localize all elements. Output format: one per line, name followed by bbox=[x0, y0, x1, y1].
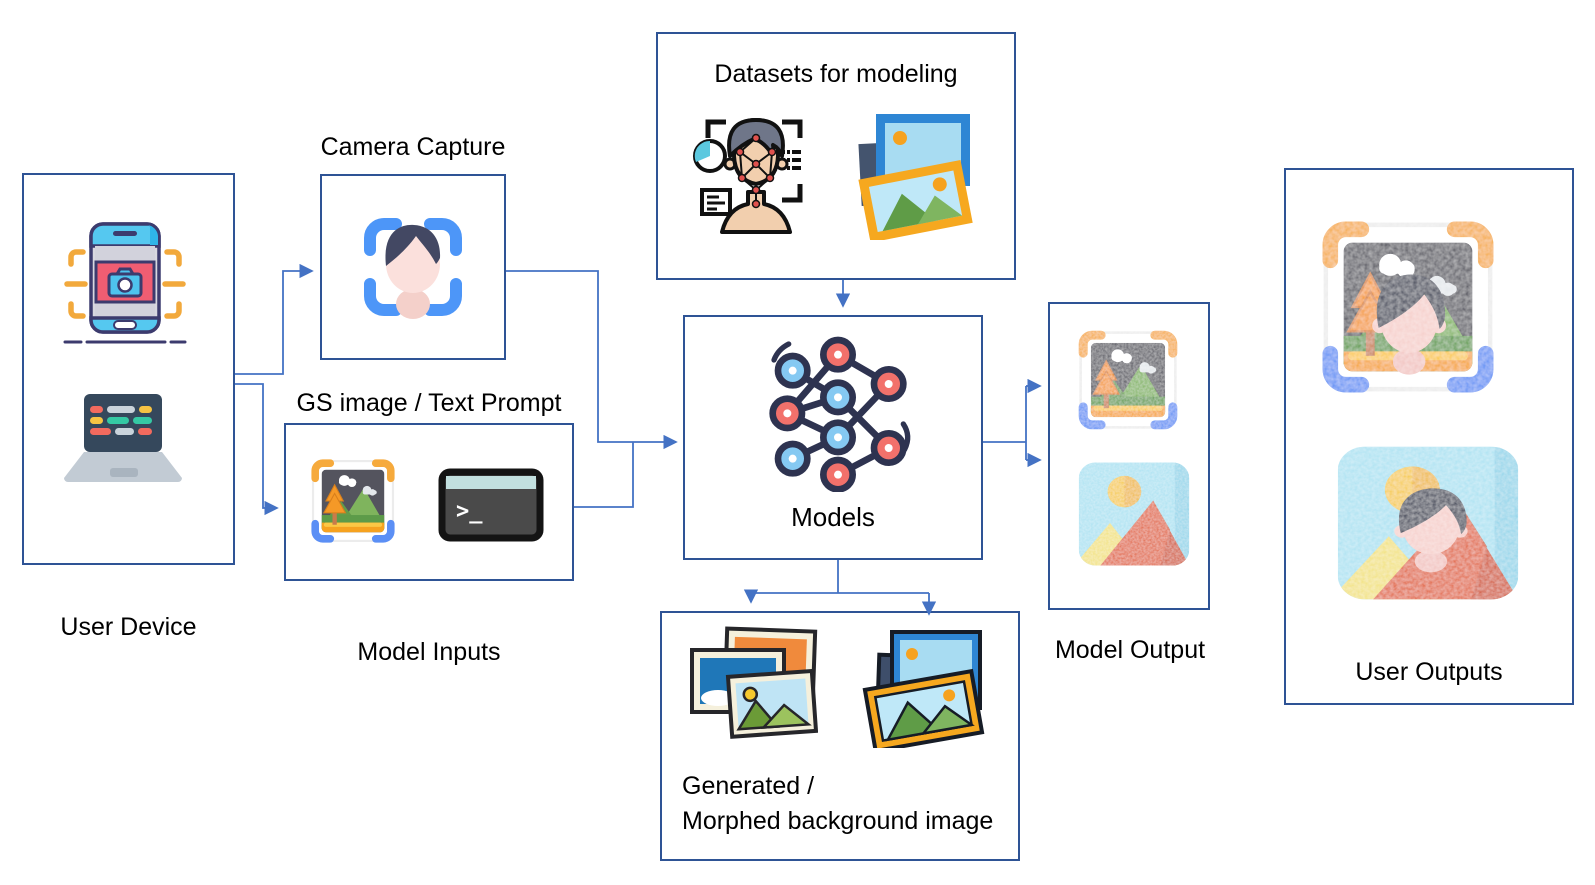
face-recognition-icon bbox=[693, 117, 803, 234]
noisy-framed-landscape-face-icon bbox=[1296, 196, 1520, 418]
laptop-code-icon bbox=[64, 394, 182, 482]
model-inputs-label: Model Inputs bbox=[357, 638, 501, 666]
noisy-framed-landscape-icon bbox=[1064, 316, 1192, 444]
terminal-icon: >_ bbox=[438, 468, 544, 542]
models-label: Models bbox=[791, 502, 875, 532]
camera-capture-label: Camera Capture bbox=[320, 133, 506, 161]
gs-input-label: GS image / Text Prompt bbox=[296, 389, 562, 417]
neural-network-icon bbox=[769, 336, 911, 492]
generated-label-line2: Morphed background image bbox=[682, 807, 994, 835]
user-device-label: User Device bbox=[60, 613, 197, 641]
terminal-prompt-glyph: >_ bbox=[456, 499, 483, 524]
user-outputs-label: User Outputs bbox=[1355, 658, 1503, 686]
photo-stack-icon bbox=[858, 114, 973, 240]
noisy-landscape-icon bbox=[1074, 458, 1194, 570]
connector-user-device-to-camera-capture bbox=[235, 263, 314, 375]
datasets-label: Datasets for modeling bbox=[714, 60, 958, 88]
noisy-landscape-face-icon bbox=[1330, 440, 1526, 606]
generated-label-line1: Generated / bbox=[682, 772, 815, 800]
framed-photo-collection-icon bbox=[862, 630, 985, 748]
photo-collection-icon bbox=[690, 626, 818, 739]
face-scan-icon bbox=[364, 218, 462, 319]
connector-models-to-model-output-trunk bbox=[983, 386, 1027, 460]
framed-landscape-icon bbox=[298, 447, 408, 555]
phone-camera-icon bbox=[63, 222, 187, 344]
model-output-label: Model Output bbox=[1054, 636, 1206, 664]
connector-models-to-generated-trunk bbox=[751, 560, 929, 594]
connector-gs-input-to-models bbox=[574, 442, 634, 508]
